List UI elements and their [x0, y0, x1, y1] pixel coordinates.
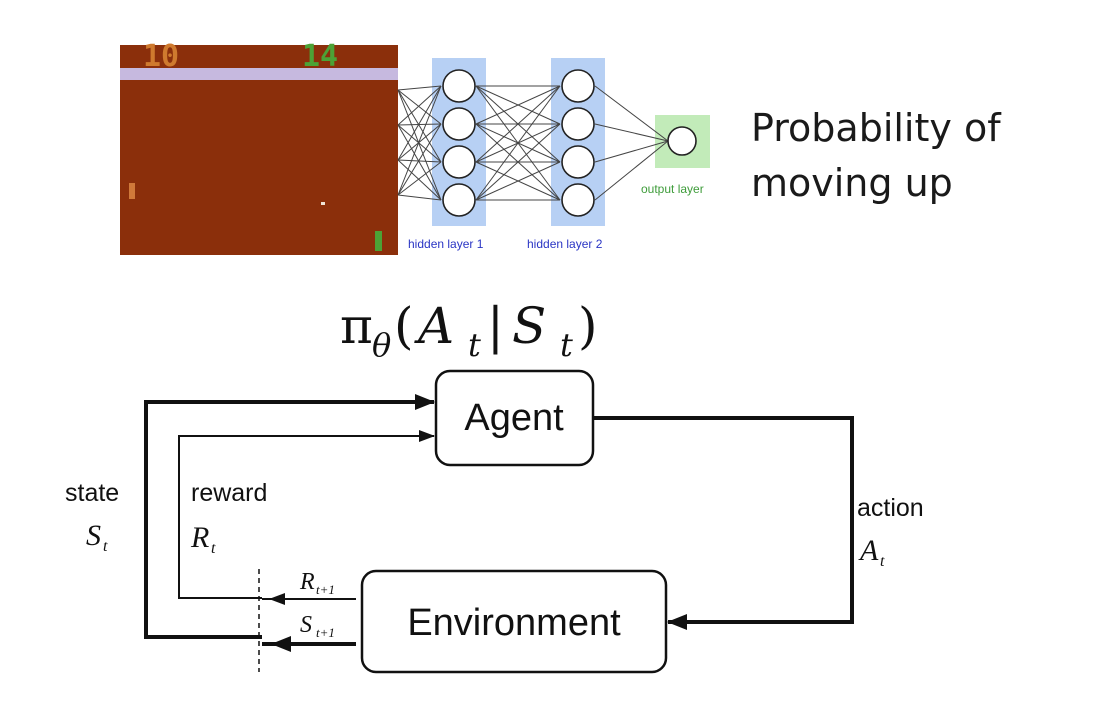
- score-right: 14: [302, 39, 338, 74]
- network-connections: [397, 85, 669, 201]
- reward-label: reward: [191, 479, 267, 507]
- state-label: state: [65, 479, 119, 507]
- formula-action-sub: t: [468, 326, 481, 364]
- hidden-layer-1-nodes: [442, 69, 476, 217]
- formula-pi: π: [340, 297, 373, 355]
- output-neuron: [667, 126, 697, 156]
- hidden-layer-1-label: hidden layer 1: [408, 237, 484, 251]
- formula-action: A: [414, 297, 454, 355]
- neuron: [561, 107, 595, 141]
- state-var: S: [86, 519, 101, 552]
- neuron: [442, 69, 476, 103]
- rl-loop: Agent Environment state S t reward R t a…: [65, 369, 924, 674]
- formula-state: S: [512, 297, 546, 355]
- reward-var-sub: t: [211, 540, 216, 557]
- ball: [321, 202, 325, 205]
- next-state-sub: t+1: [316, 625, 335, 640]
- formula-close-paren: ): [578, 297, 598, 355]
- next-reward-var: R: [299, 569, 315, 595]
- action-label: action: [857, 494, 924, 522]
- neural-network: hidden layer 1 hidden layer 2 output lay…: [397, 58, 710, 251]
- left-paddle: [129, 183, 135, 199]
- score-left: 10: [143, 39, 179, 74]
- neuron: [561, 69, 595, 103]
- formula-state-sub: t: [560, 326, 573, 364]
- game-screen: 10 14: [120, 39, 398, 255]
- probability-line-1: Probability of: [751, 106, 1002, 150]
- game-top-band: [120, 45, 398, 68]
- policy-formula: π θ ( A t | S t ): [340, 297, 598, 364]
- agent-label: Agent: [464, 397, 564, 439]
- neuron: [442, 145, 476, 179]
- neuron: [442, 107, 476, 141]
- action-var: A: [858, 534, 879, 567]
- next-state-var: S: [300, 612, 312, 638]
- environment-box: [360, 569, 668, 674]
- neuron: [442, 183, 476, 217]
- hidden-layer-2-label: hidden layer 2: [527, 237, 603, 251]
- formula-open-paren: (: [394, 297, 414, 355]
- game-stripe: [120, 68, 398, 80]
- right-paddle: [375, 231, 382, 251]
- action-arrow: [593, 416, 854, 630]
- state-var-sub: t: [103, 538, 108, 555]
- next-reward-sub: t+1: [316, 582, 335, 597]
- formula-bar: |: [487, 297, 504, 355]
- hidden-layer-2-nodes: [561, 69, 595, 217]
- neuron: [561, 145, 595, 179]
- probability-line-2: moving up: [751, 161, 953, 205]
- formula-theta: θ: [372, 326, 391, 364]
- action-var-sub: t: [880, 553, 885, 570]
- environment-label: Environment: [407, 602, 621, 644]
- neuron: [561, 183, 595, 217]
- reward-var: R: [190, 521, 209, 554]
- output-layer-label: output layer: [641, 182, 704, 196]
- game-field: [120, 80, 398, 255]
